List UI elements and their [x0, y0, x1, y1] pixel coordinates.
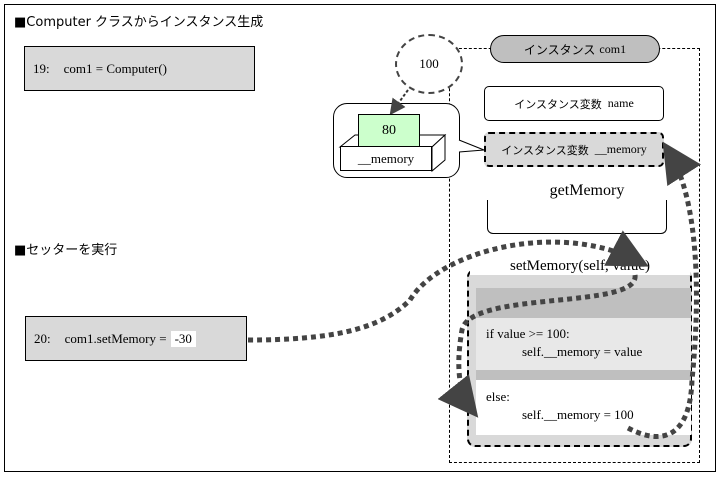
code-text: com1 = Computer() [63, 60, 167, 76]
getter-method-box [487, 196, 667, 234]
line-number: 20: [34, 330, 51, 346]
else-assignment: self.__memory = 100 [522, 407, 634, 422]
instance-title: インスタンス com1 [490, 35, 660, 63]
instance-var-name: インスタンス変数 name [484, 86, 664, 121]
create-instance-heading: ■Computer クラスからインスタンス生成 [14, 15, 264, 30]
setter-band-top [476, 288, 691, 318]
setter-else-branch: else: self.__memory = 100 [476, 380, 691, 435]
var-label-jp: インスタンス変数 [501, 143, 589, 157]
if-condition: if value >= 100: [486, 326, 570, 341]
memory-tray-label: __memory [340, 146, 432, 171]
var-label-en: __memory [594, 142, 647, 156]
value-circle: 100 [395, 34, 463, 94]
setter-if-branch: if value >= 100: self.__memory = value [476, 318, 691, 370]
else-keyword: else: [486, 389, 510, 404]
code-line-19: 19: com1 = Computer() [24, 46, 255, 91]
getter-method-title: getMemory [487, 182, 687, 200]
code-line-20: 20: com1.setMemory = -30 [25, 316, 247, 361]
setter-band-mid [476, 370, 691, 380]
instance-title-jp: インスタンス [523, 42, 596, 57]
var-label-jp: インスタンス変数 [514, 97, 602, 111]
diagram-frame [4, 4, 716, 472]
setter-heading: ■セッターを実行 [14, 243, 118, 258]
setter-method-title: setMemory(self, value) [470, 258, 690, 275]
argument-value: -30 [170, 330, 196, 347]
line-number: 19: [33, 60, 50, 76]
code-text: com1.setMemory = [64, 330, 167, 346]
instance-title-en: com1 [599, 41, 627, 56]
memory-value-note: 80 [358, 114, 420, 148]
instance-var-memory: インスタンス変数 __memory [484, 132, 664, 167]
if-assignment: self.__memory = value [522, 344, 643, 359]
var-label-en: name [607, 96, 634, 110]
